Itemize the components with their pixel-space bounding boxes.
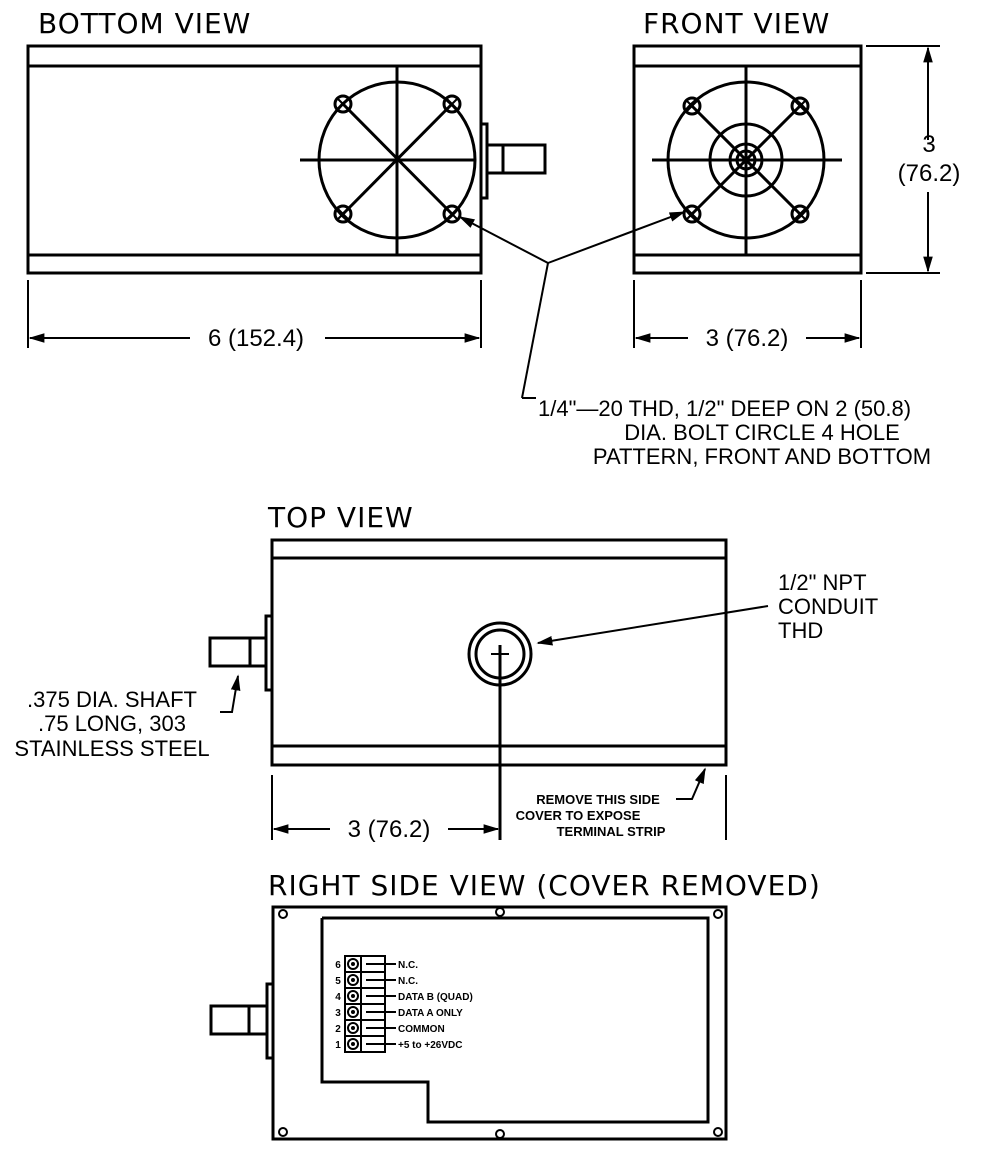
cover-note-line3: TERMINAL STRIP xyxy=(557,824,666,839)
side-shaft xyxy=(209,1004,269,1036)
thread-note-line1: 1/4"—20 THD, 1/2" DEEP ON 2 (50.8) xyxy=(538,396,911,421)
terminal-label: +5 to +26VDC xyxy=(398,1040,462,1051)
front-height-dimension-mm: (76.2) xyxy=(898,160,961,187)
bottom-view-title: BOTTOM VIEW xyxy=(38,7,251,40)
bottom-length-dimension: 6 (152.4) xyxy=(208,325,304,352)
terminal-row: 1 +5 to +26VDC xyxy=(335,1038,462,1051)
top-offset-dimension: 3 (76.2) xyxy=(348,816,431,843)
terminal-row: 5 N.C. xyxy=(335,974,418,989)
terminal-number: 2 xyxy=(335,1024,341,1035)
terminal-screw-icon xyxy=(347,1006,359,1018)
right-side-body xyxy=(271,905,728,1141)
terminal-label: N.C. xyxy=(398,960,418,971)
thread-note-leaders xyxy=(458,211,686,399)
front-view-body xyxy=(632,44,863,275)
terminal-label: COMMON xyxy=(398,1024,445,1035)
thread-note-line3: PATTERN, FRONT AND BOTTOM xyxy=(593,444,931,469)
terminal-row: 6 N.C. xyxy=(335,958,418,973)
shaft-note-line1: .375 DIA. SHAFT xyxy=(27,687,197,712)
terminal-number: 4 xyxy=(335,992,341,1003)
cover-note-line1: REMOVE THIS SIDE xyxy=(536,792,660,807)
cover-note-line2: COVER TO EXPOSE xyxy=(516,808,641,823)
shaft-note-line3: STAINLESS STEEL xyxy=(14,736,209,761)
conduit-note-line2: CONDUIT xyxy=(778,594,878,619)
top-shaft xyxy=(208,636,268,668)
top-view-title: TOP VIEW xyxy=(267,501,414,534)
terminal-label: DATA A ONLY xyxy=(398,1008,463,1019)
terminal-label: N.C. xyxy=(398,976,418,987)
corner-screws xyxy=(278,907,723,1139)
front-bolt-holes xyxy=(682,96,810,224)
terminal-row: 4 DATA B (QUAD) xyxy=(335,990,473,1005)
shaft-note-line2: .75 LONG, 303 xyxy=(38,711,186,736)
bottom-view: BOTTOM VIEW 6 (152.4) xyxy=(26,7,547,352)
thread-note-line2: DIA. BOLT CIRCLE 4 HOLE xyxy=(624,420,900,445)
terminal-label: DATA B (QUAD) xyxy=(398,992,473,1003)
pcb-outline xyxy=(320,916,710,1124)
bottom-bolt-holes xyxy=(333,94,462,224)
terminal-screw-icon xyxy=(347,1038,359,1050)
terminal-number: 3 xyxy=(335,1008,341,1019)
terminal-row: 2 COMMON xyxy=(335,1022,445,1037)
front-width-dimension: 3 (76.2) xyxy=(706,325,789,352)
front-view: FRONT VIEW 3 (76.2) 3 (76.2) xyxy=(632,7,961,352)
terminal-screw-icon xyxy=(347,990,359,1002)
terminal-number: 6 xyxy=(335,960,341,971)
bottom-shaft xyxy=(485,143,547,175)
top-view: TOP VIEW 1/2" NPT CONDUIT THD .375 DIA. … xyxy=(14,501,878,843)
terminal-screw-icon xyxy=(347,958,359,970)
conduit-note-line3: THD xyxy=(778,618,823,643)
terminal-screw-icon xyxy=(347,1022,359,1034)
conduit-note-line1: 1/2" NPT xyxy=(778,570,867,595)
right-side-view-title: RIGHT SIDE VIEW (COVER REMOVED) xyxy=(268,869,821,902)
front-view-title: FRONT VIEW xyxy=(643,7,830,40)
terminal-number: 5 xyxy=(335,976,341,987)
terminal-screw-icon xyxy=(347,974,359,986)
front-height-dimension: 3 xyxy=(922,131,935,158)
terminal-row: 3 DATA A ONLY xyxy=(335,1006,463,1021)
thread-note: 1/4"—20 THD, 1/2" DEEP ON 2 (50.8) DIA. … xyxy=(538,396,931,469)
terminal-number: 1 xyxy=(335,1040,341,1051)
